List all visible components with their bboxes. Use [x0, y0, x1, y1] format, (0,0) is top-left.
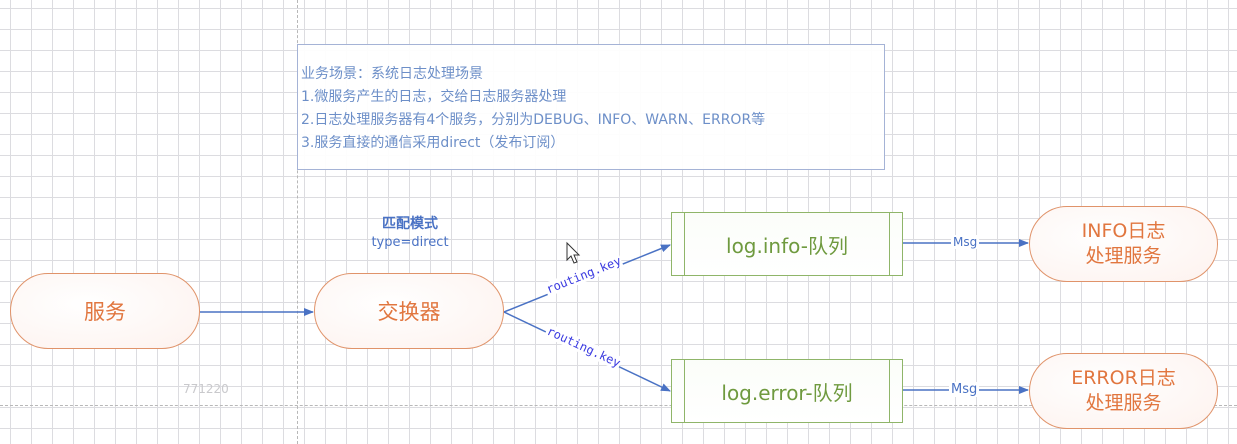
error-consumer-line2: 处理服务 [1085, 392, 1162, 414]
info-consumer-node[interactable]: INFO日志 处理服务 [1029, 206, 1218, 282]
error-queue-node[interactable]: log.error-队列 [671, 359, 903, 423]
info-consumer-line1: INFO日志 [1081, 220, 1166, 242]
scenario-note: 业务场景：系统日志处理场景 1.微服务产生的日志，交给日志服务器处理 2.日志处… [297, 44, 885, 170]
service-node-label: 服务 [84, 300, 126, 324]
exchange-caption: 匹配模式 type=direct [340, 213, 480, 250]
msg-label-error: Msg [949, 382, 980, 397]
note-line-2: 2.日志处理服务器有4个服务，分别为DEBUG、INFO、WARN、ERROR等 [301, 112, 766, 128]
queue-left-bar [684, 213, 685, 275]
note-line-3: 3.服务直接的通信采用direct（发布订阅） [301, 135, 565, 151]
mouse-cursor-icon [566, 241, 581, 264]
service-node[interactable]: 服务 [10, 273, 200, 349]
info-queue-node[interactable]: log.info-队列 [671, 212, 903, 276]
error-consumer-line1: ERROR日志 [1071, 367, 1176, 389]
error-consumer-node[interactable]: ERROR日志 处理服务 [1029, 353, 1218, 429]
guide-line-vertical [297, 0, 298, 444]
note-line-1: 1.微服务产生的日志，交给日志服务器处理 [301, 89, 567, 105]
error-queue-label: log.error-队列 [721, 380, 853, 405]
exchange-mode-title: 匹配模式 [382, 216, 438, 232]
queue-left-bar [684, 360, 685, 422]
exchange-node[interactable]: 交换器 [314, 273, 504, 349]
info-consumer-line2: 处理服务 [1085, 245, 1162, 267]
msg-label-info: Msg [951, 235, 980, 249]
guide-line-horizontal [0, 405, 1237, 406]
info-queue-label: log.info-队列 [726, 233, 848, 258]
queue-right-bar [889, 213, 890, 275]
queue-right-bar [889, 360, 890, 422]
watermark: 771220 [183, 382, 229, 396]
exchange-type: type=direct [371, 235, 449, 250]
exchange-node-label: 交换器 [377, 300, 441, 324]
note-title: 业务场景：系统日志处理场景 [301, 66, 483, 82]
